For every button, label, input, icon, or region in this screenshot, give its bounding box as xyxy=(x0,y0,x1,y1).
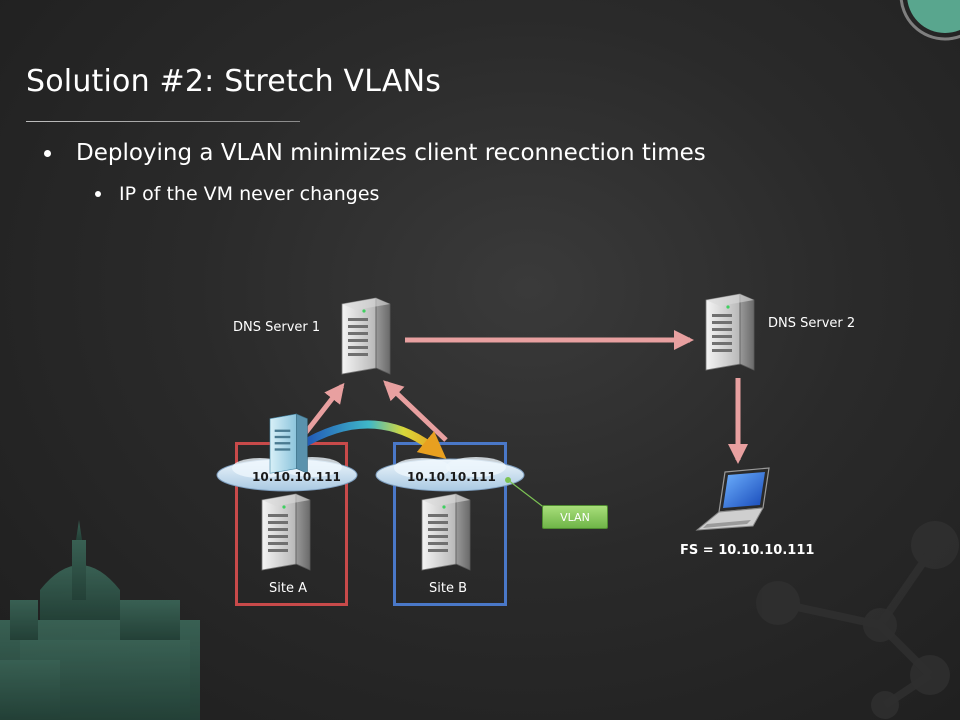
site-b-server-icon xyxy=(421,493,471,571)
site-a-label: Site A xyxy=(269,581,307,596)
site-b-label: Site B xyxy=(429,581,468,596)
bullet-dot xyxy=(95,191,101,197)
building-silhouette xyxy=(0,520,200,720)
cloud-icon xyxy=(375,457,525,492)
bullet-level-2: IP of the VM never changes xyxy=(119,183,380,205)
dns-server-2-icon xyxy=(705,293,755,371)
dns-server-1-icon xyxy=(341,297,391,375)
site-b-box xyxy=(393,442,507,606)
site-a-ip-label: 10.10.10.111 xyxy=(252,470,341,484)
title-underline xyxy=(26,121,300,122)
dns-server-1-label: DNS Server 1 xyxy=(233,320,321,335)
vm-server-icon xyxy=(269,413,308,474)
laptop-icon xyxy=(695,467,770,531)
site-b-ip-label: 10.10.10.111 xyxy=(407,470,496,484)
client-ip-label: FS = 10.10.10.111 xyxy=(680,543,815,558)
bullet-level-1: Deploying a VLAN minimizes client reconn… xyxy=(76,140,706,166)
slide-title: Solution #2: Stretch VLANs xyxy=(26,64,442,99)
site-a-server-icon xyxy=(261,493,311,571)
arrow-site-b-to-dns1 xyxy=(383,380,448,442)
vlan-tag: VLAN xyxy=(542,505,608,529)
dns-server-2-label: DNS Server 2 xyxy=(768,316,856,331)
migration-arrow-icon xyxy=(297,420,447,459)
bullet-dot xyxy=(44,150,51,157)
